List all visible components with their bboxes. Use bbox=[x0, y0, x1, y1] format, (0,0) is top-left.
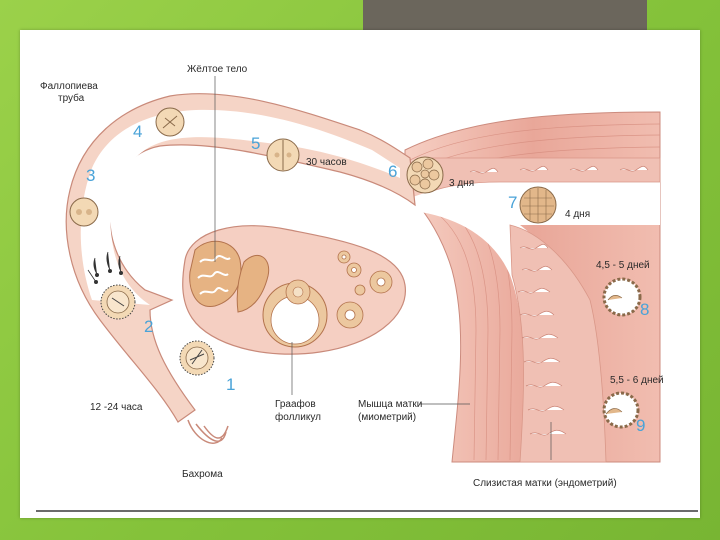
blastocyst-stage-8 bbox=[604, 279, 640, 315]
label-3-days: 3 дня bbox=[449, 178, 474, 189]
stage-number-6: 6 bbox=[388, 162, 397, 181]
label-5-6-days: 5,5 - 6 дней bbox=[610, 375, 664, 386]
blastocyst-stage-9 bbox=[604, 393, 638, 427]
morula-stage-7 bbox=[520, 187, 556, 223]
label-4-days: 4 дня bbox=[565, 209, 590, 220]
label-graafian-line2: фолликул bbox=[275, 411, 321, 423]
stage-number-2: 2 bbox=[144, 317, 153, 336]
oocyte-stage-1 bbox=[180, 341, 214, 375]
stage-number-7: 7 bbox=[508, 193, 517, 212]
label-corpus-luteum: Жёлтое тело bbox=[187, 64, 248, 75]
label-myometrium-line2: (миометрий) bbox=[358, 412, 416, 423]
zygote-stage-3 bbox=[70, 198, 98, 226]
zygote-stage-4 bbox=[156, 108, 184, 136]
stage-number-9: 9 bbox=[636, 416, 645, 435]
label-myometrium-line1: Мышца матки bbox=[358, 399, 422, 410]
fimbria bbox=[188, 420, 228, 443]
stage-number-5: 5 bbox=[251, 134, 260, 153]
cleavage-stage-6 bbox=[407, 157, 443, 193]
label-fimbria: Бахрома bbox=[182, 469, 223, 480]
stage-number-1: 1 bbox=[226, 375, 235, 394]
label-graafian-line1: Граафов bbox=[275, 398, 316, 410]
stage-number-8: 8 bbox=[640, 300, 649, 319]
stage-number-3: 3 bbox=[86, 166, 95, 185]
label-12-24-hours: 12 -24 часа bbox=[90, 402, 143, 413]
label-endometrium: Слизистая матки (эндометрий) bbox=[473, 478, 617, 489]
label-fallopian-tube-line1: Фаллопиева bbox=[40, 81, 98, 92]
label-fallopian-tube-line2: труба bbox=[58, 92, 85, 104]
stage-number-4: 4 bbox=[133, 122, 142, 141]
two-cell-stage-5 bbox=[267, 139, 299, 171]
label-4-5-days: 4,5 - 5 дней bbox=[596, 260, 650, 271]
label-30-hours: 30 часов bbox=[306, 157, 347, 168]
